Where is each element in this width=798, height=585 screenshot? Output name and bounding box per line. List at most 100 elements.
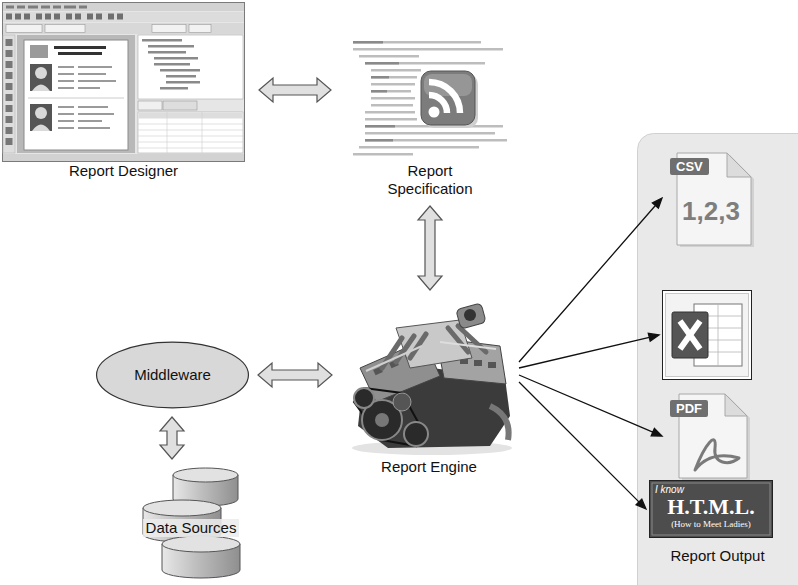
engine-picture-detail xyxy=(373,353,496,376)
double-block-arrow xyxy=(418,206,442,290)
output-arrow xyxy=(519,198,662,362)
designer-screenshot-detail xyxy=(58,87,74,89)
specification-screenshot-detail xyxy=(371,90,411,93)
double-block-arrow xyxy=(258,363,332,387)
output-arrow xyxy=(519,382,646,509)
report-engine: Report Engine xyxy=(340,298,518,476)
designer-screenshot-detail xyxy=(58,120,74,122)
excel-file-icon-detail xyxy=(694,328,742,329)
html-icon: I knowH.T.M.L.(How to Meet Ladies) xyxy=(649,480,773,538)
specification-screenshot-detail xyxy=(424,74,478,128)
designer-screenshot-detail xyxy=(79,6,87,9)
excel-file-icon-detail xyxy=(694,304,742,366)
specification-screenshot-detail xyxy=(424,74,472,96)
middleware-ellipse-text: Middleware xyxy=(134,366,211,384)
engine-picture-detail xyxy=(375,413,389,427)
specification-screenshot-detail xyxy=(429,107,440,118)
designer-screenshot-detail xyxy=(138,101,162,110)
middleware-ellipse: Middleware xyxy=(95,340,250,410)
designer-screenshot-detail xyxy=(58,80,74,82)
specification-screenshot-detail xyxy=(371,83,415,86)
designer-screenshot-detail xyxy=(78,87,100,89)
engine-picture-detail xyxy=(373,367,383,376)
report-specification: Report Specification xyxy=(345,35,515,198)
designer-screenshot-detail xyxy=(167,112,168,153)
specification-screenshot-detail xyxy=(371,76,389,79)
engine-picture-detail xyxy=(464,309,476,321)
engine-picture-detail xyxy=(366,346,422,371)
designer-screenshot-detail xyxy=(78,66,112,68)
output-panel-ground-detail xyxy=(638,134,798,585)
excel-file-icon-detail xyxy=(672,312,708,358)
designer-screenshot-detail xyxy=(6,83,13,90)
engine-picture-detail xyxy=(460,358,468,364)
database-cylinders-detail xyxy=(173,475,238,506)
designer-screenshot-detail xyxy=(66,14,72,20)
designer-screenshot-detail xyxy=(189,25,211,33)
designer-screenshot-detail xyxy=(35,107,47,119)
designer-screenshot-detail xyxy=(142,39,182,42)
designer-screenshot-detail xyxy=(78,73,106,75)
database-cylinders-detail xyxy=(143,500,221,516)
specification-screenshot-detail xyxy=(371,90,387,93)
double-block-arrow xyxy=(259,78,331,102)
engine-picture-detail xyxy=(393,393,411,411)
specification-screenshot-detail xyxy=(365,125,503,128)
html-icon-text: (How to Meet Ladies) xyxy=(649,519,773,530)
engine-picture-detail xyxy=(440,342,496,349)
excel-file-icon-detail xyxy=(694,352,742,353)
excel-file-icon-detail xyxy=(680,321,700,349)
database-cylinders-detail xyxy=(173,468,238,482)
specification-screenshot-detail xyxy=(365,125,395,128)
designer-screenshot-detail xyxy=(28,6,38,9)
specification-screenshot-detail xyxy=(371,97,415,100)
designer-screenshot-detail xyxy=(30,64,52,91)
designer-screenshot-detail xyxy=(24,14,30,20)
designer-screenshot-detail xyxy=(166,75,196,78)
excel-file-icon-detail xyxy=(666,294,749,377)
engine-picture-detail xyxy=(410,334,426,358)
designer-screenshot-detail xyxy=(6,50,13,57)
designer-screenshot-detail xyxy=(6,14,123,20)
specification-screenshot-detail xyxy=(365,139,507,142)
specification-screenshot-detail xyxy=(359,55,419,58)
designer-screenshot-detail xyxy=(54,46,106,49)
specification-screenshot-detail xyxy=(421,71,475,125)
designer-screenshot-detail xyxy=(41,6,50,9)
designer-screenshot-detail xyxy=(6,39,13,46)
designer-screenshot-detail xyxy=(166,81,200,84)
specification-screenshot-detail xyxy=(365,62,485,65)
engine-picture-detail xyxy=(352,441,512,455)
excel-file-icon-detail xyxy=(663,291,752,380)
designer-screenshot-detail xyxy=(108,14,114,20)
report-output-panel: Report Output CSV1,2,3 PDF I knowH.T.M.L… xyxy=(637,133,798,585)
specification-screenshot-detail xyxy=(429,82,460,113)
designer-screenshot-detail xyxy=(78,106,108,108)
designer-screenshot-detail xyxy=(3,35,15,153)
specification-screenshot-detail xyxy=(365,62,399,65)
designer-screenshot-detail xyxy=(6,14,12,20)
engine-picture-detail xyxy=(358,368,510,448)
designer-screenshot-detail xyxy=(160,87,188,90)
double-block-arrow xyxy=(160,417,184,459)
excel-file-icon-detail xyxy=(694,304,742,366)
designer-screenshot-detail xyxy=(58,106,74,108)
designer-screenshot-detail xyxy=(58,73,74,75)
designer-screenshot-detail xyxy=(160,69,200,72)
csv-file-icon-detail xyxy=(727,153,751,177)
designer-screenshot-detail xyxy=(58,127,74,129)
engine-picture-detail xyxy=(382,326,486,368)
designer-screenshot-detail xyxy=(32,85,50,92)
engine-picture-detail xyxy=(405,353,415,362)
specification-screenshot-detail xyxy=(365,139,393,142)
designer-screenshot-detail xyxy=(138,142,243,143)
pdf-file-icon-detail xyxy=(695,440,739,470)
designer-screenshot-detail xyxy=(202,112,203,153)
specification-screenshot-detail xyxy=(371,76,417,79)
designer-screenshot-detail xyxy=(17,6,25,9)
engine-picture-detail xyxy=(436,338,506,384)
engine-picture-detail xyxy=(354,388,374,408)
designer-screenshot-detail xyxy=(58,66,116,129)
engine-picture-detail xyxy=(474,360,482,366)
designer-screenshot-detail xyxy=(138,112,243,153)
